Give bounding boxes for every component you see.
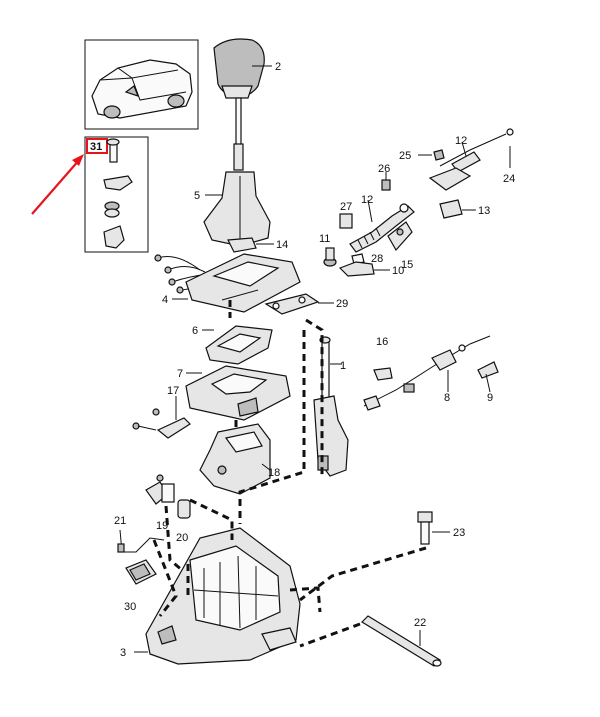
callout-9: 9	[487, 392, 493, 404]
part-10-lever	[338, 261, 390, 277]
part-28-clip	[351, 253, 365, 265]
part-18-housing	[199, 423, 271, 495]
vehicle-locator-icon	[91, 59, 193, 119]
part-29-cover	[264, 293, 334, 315]
callout-3: 3	[120, 647, 126, 659]
callout-4: 4	[162, 294, 168, 306]
part-26-bolt	[381, 172, 391, 191]
part-bracket-upper	[428, 167, 472, 191]
red-arrow-icon	[31, 154, 84, 215]
callout-23: 23	[453, 527, 465, 539]
part-13-clip	[439, 199, 476, 219]
part-30-switch	[125, 559, 157, 585]
callout-labels: 1 2 3 4 5 6 7 8 9 10 11 12 12 13 14 15 1…	[114, 61, 515, 659]
callout-16: 16	[376, 336, 388, 348]
callout-22: 22	[414, 617, 426, 629]
inset-bracket	[103, 225, 125, 249]
callout-2: 2	[275, 61, 281, 73]
part-1-shift-lever	[313, 336, 349, 477]
part-12-lower-cable	[349, 199, 415, 253]
callout-1: 1	[340, 360, 346, 372]
part-17-lever	[132, 396, 191, 439]
callout-11: 11	[319, 233, 330, 245]
part-23-bolt	[417, 511, 450, 545]
callout-13: 13	[478, 205, 490, 217]
callout-26: 26	[378, 163, 390, 175]
part-3-base-housing	[134, 527, 301, 665]
callout-12-lower: 12	[361, 194, 373, 206]
callout-15: 15	[401, 259, 413, 271]
callout-24: 24	[503, 173, 515, 185]
callout-21: 21	[114, 515, 126, 527]
part-4-console-top	[154, 253, 301, 313]
callout-25: 25	[399, 150, 411, 162]
callout-5: 5	[194, 190, 200, 202]
part-21-wire	[117, 529, 165, 553]
part-2-gear-knob	[213, 38, 272, 171]
callout-8: 8	[444, 392, 450, 404]
part-22-rod	[361, 615, 442, 667]
part-20-bushing	[177, 499, 191, 519]
part-12-upper-cable	[439, 128, 514, 173]
part-19-pivot	[145, 474, 175, 505]
callout-18: 18	[268, 467, 280, 479]
part-16-clip	[373, 367, 393, 381]
callout-17: 17	[167, 385, 179, 397]
assembly-dashed-lines	[152, 300, 427, 648]
part-31-inset: 31	[84, 136, 149, 253]
callout-27: 27	[340, 201, 352, 213]
vehicle-locator-inset	[84, 39, 199, 130]
part-15-bracket	[387, 221, 413, 252]
part-8-cable	[363, 335, 491, 411]
callout-12-upper: 12	[455, 135, 467, 147]
part-5-shift-boot	[203, 171, 271, 247]
part-27-block	[339, 213, 353, 229]
part-31-highlight-box	[86, 138, 108, 154]
callout-14: 14	[276, 239, 288, 251]
part-14-ring	[227, 237, 274, 253]
callout-7: 7	[177, 368, 183, 380]
callout-20: 20	[176, 532, 188, 544]
callout-30: 30	[124, 601, 136, 613]
part-25-clip	[418, 149, 445, 161]
part-6-gasket	[202, 325, 273, 365]
part-7-gate-plate	[185, 365, 291, 421]
callout-28: 28	[371, 253, 383, 265]
callout-19: 19	[156, 520, 168, 532]
callout-31: 31	[90, 141, 102, 153]
part-9-connector	[477, 361, 499, 393]
part-11-nut	[323, 247, 337, 267]
callout-6: 6	[192, 325, 198, 337]
callout-29: 29	[336, 298, 348, 310]
callout-10: 10	[392, 265, 404, 277]
inset-lever	[103, 175, 133, 191]
